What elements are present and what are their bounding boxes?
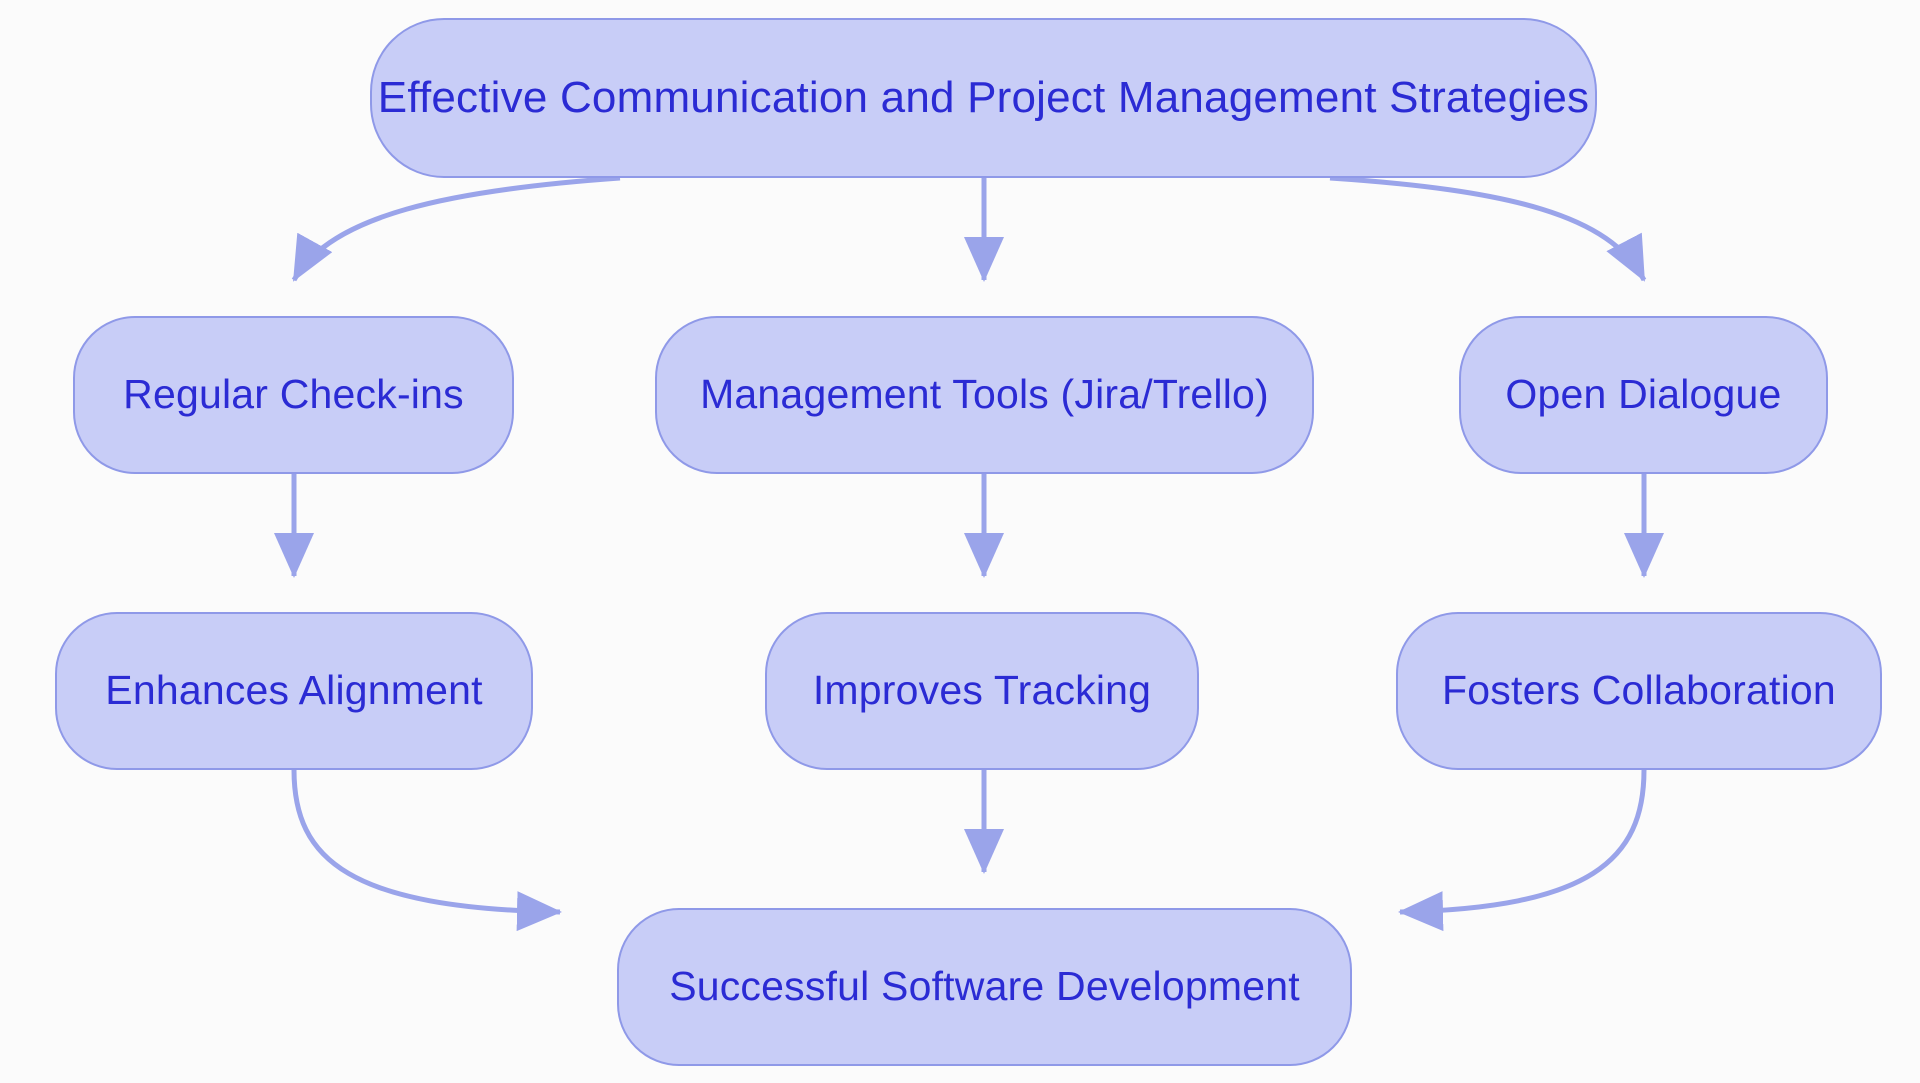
node-management-tools[interactable]: Management Tools (Jira/Trello)	[655, 316, 1314, 474]
node-root-strategies[interactable]: Effective Communication and Project Mana…	[370, 18, 1597, 178]
edge-root-to-dialogue	[1329, 175, 1647, 282]
node-label: Improves Tracking	[812, 667, 1152, 714]
node-label: Open Dialogue	[1505, 371, 1782, 418]
edge-collab-to-success	[1398, 769, 1647, 932]
node-fosters-collaboration[interactable]: Fosters Collaboration	[1396, 612, 1882, 770]
node-enhances-alignment[interactable]: Enhances Alignment	[55, 612, 533, 770]
node-improves-tracking[interactable]: Improves Tracking	[765, 612, 1199, 770]
node-label: Management Tools (Jira/Trello)	[700, 371, 1269, 418]
node-label: Successful Software Development	[669, 963, 1300, 1010]
edge-align-to-success	[291, 769, 562, 932]
node-label: Fosters Collaboration	[1442, 667, 1836, 714]
edge-root-to-checkins	[291, 175, 621, 282]
node-label: Enhances Alignment	[105, 667, 483, 714]
node-successful-software-development[interactable]: Successful Software Development	[617, 908, 1352, 1066]
node-label: Effective Communication and Project Mana…	[377, 72, 1590, 122]
node-open-dialogue[interactable]: Open Dialogue	[1459, 316, 1828, 474]
node-label: Regular Check-ins	[123, 371, 464, 418]
node-regular-check-ins[interactable]: Regular Check-ins	[73, 316, 514, 474]
